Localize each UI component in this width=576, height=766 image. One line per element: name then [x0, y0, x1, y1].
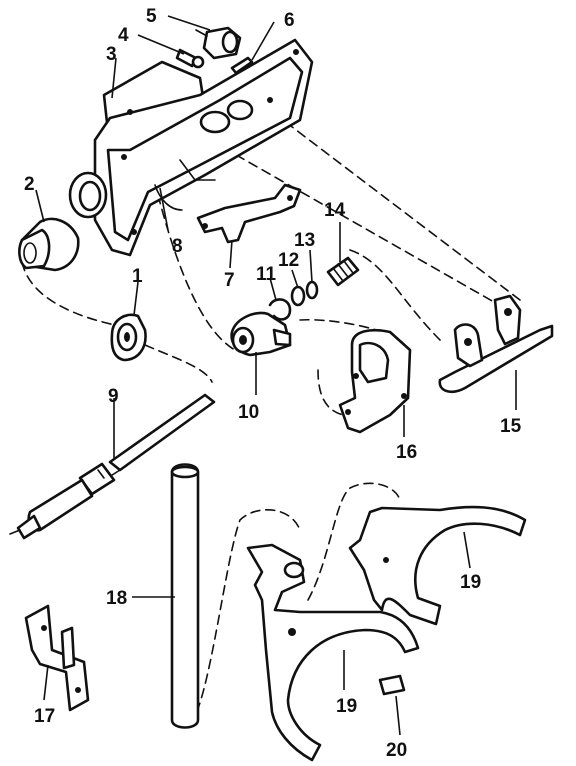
- callout-9: 9: [108, 386, 119, 407]
- part-16-shift-block: [338, 328, 412, 434]
- part-19-fork-upper: [348, 505, 527, 626]
- callout-6: 6: [284, 10, 295, 31]
- part-14-spring: [326, 256, 360, 287]
- part-1-bushing: [110, 313, 147, 362]
- part-2-plug: [18, 217, 80, 272]
- callout-16: 16: [396, 442, 417, 463]
- part-9-shift-shaft: [9, 393, 216, 540]
- callout-1: 1: [132, 266, 143, 287]
- callout-12: 12: [278, 250, 299, 271]
- part-5-switch: [195, 26, 242, 60]
- callout-10: 10: [238, 402, 259, 423]
- callout-20: 20: [386, 740, 407, 761]
- callout-17: 17: [34, 706, 55, 727]
- part-10-coupling: [230, 311, 292, 357]
- callout-8: 8: [172, 236, 183, 257]
- part-19-fork-lower: [246, 543, 420, 762]
- callout-11: 11: [256, 264, 277, 285]
- part-20-block: [378, 674, 406, 696]
- callout-4: 4: [118, 25, 129, 46]
- callout-2: 2: [24, 174, 35, 195]
- part-6-pin: [230, 56, 254, 75]
- part-4-screw: [175, 48, 205, 69]
- part-17-bracket: [24, 604, 90, 712]
- part-18-rod: [170, 463, 200, 729]
- callout-13: 13: [294, 230, 315, 251]
- callout-7: 7: [224, 270, 235, 291]
- callout-labels: 5 4 6 3 2 14 13 8 12 11 7 1 9 10 15 16 1…: [24, 6, 522, 761]
- callout-15: 15: [500, 416, 522, 437]
- part-7-bracket: [196, 183, 302, 244]
- part-13-ring: [305, 280, 319, 300]
- callout-19-lower: 19: [336, 696, 357, 717]
- callout-5: 5: [146, 6, 157, 27]
- part-11-clip: [268, 298, 292, 321]
- leader-lines: [35, 15, 517, 736]
- callout-3: 3: [106, 44, 117, 65]
- assembly-guide-lines: [21, 94, 521, 726]
- callout-19-upper: 19: [460, 572, 481, 593]
- callout-14: 14: [324, 200, 346, 221]
- part-15-fork-lever: [438, 294, 554, 394]
- part-3-shift-housing: [68, 38, 314, 257]
- part-12-washer: [290, 285, 306, 307]
- callout-18: 18: [106, 588, 127, 609]
